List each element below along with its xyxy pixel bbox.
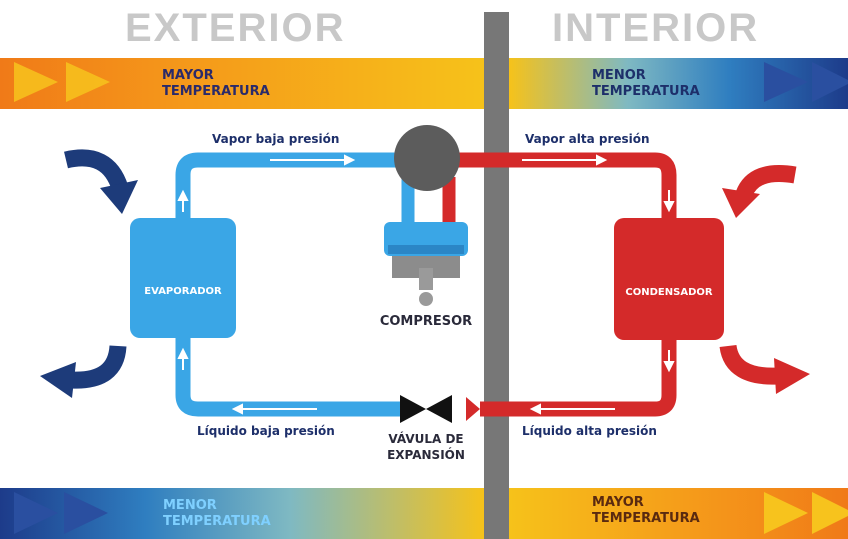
valve-label-line2: EXPANSIÓN xyxy=(387,447,465,462)
chevron-icon xyxy=(812,62,848,102)
bottom-right-band-line1: MAYOR xyxy=(592,495,644,510)
hot-pipe xyxy=(442,152,677,417)
compressor-label: COMPRESOR xyxy=(380,314,472,329)
compressor-head-rib xyxy=(388,245,464,254)
compressor xyxy=(384,125,468,306)
curved-arrow-icon xyxy=(64,149,138,214)
condenser-box xyxy=(614,218,724,340)
curved-arrow-icon xyxy=(40,344,127,398)
chevron-icon xyxy=(66,62,110,102)
wall-divider xyxy=(484,12,509,539)
flow-arrowhead-icon xyxy=(231,403,243,415)
flow-arrowhead-icon xyxy=(596,154,608,166)
vapor-high-pressure-label: Vapor alta presión xyxy=(525,132,650,146)
flow-arrowhead-icon xyxy=(177,347,189,359)
top-right-chevrons xyxy=(764,62,848,102)
hot-pipe-bottom xyxy=(480,335,677,417)
flow-arrowhead-icon xyxy=(529,403,541,415)
bottom-left-band-line1: MENOR xyxy=(163,498,217,513)
flow-arrows xyxy=(177,154,675,415)
chevron-icon xyxy=(14,62,58,102)
bottom-right-band-line2: TEMPERATURA xyxy=(592,511,700,526)
chevron-icon xyxy=(812,492,848,534)
chevron-icon xyxy=(764,62,808,102)
condenser-label: CONDENSADOR xyxy=(625,287,712,298)
top-left-band-line2: TEMPERATURA xyxy=(162,84,270,99)
flow-arrowhead-icon xyxy=(663,361,675,373)
evaporator-box xyxy=(130,218,236,338)
top-right-band-line2: TEMPERATURA xyxy=(592,84,700,99)
chevron-icon xyxy=(764,492,808,534)
top-left-band-line1: MAYOR xyxy=(162,68,214,83)
compressor-motor xyxy=(394,125,460,191)
chevron-icon xyxy=(14,492,58,534)
compressor-cylinder xyxy=(392,256,460,278)
liquid-low-pressure-label: Líquido baja presión xyxy=(197,424,335,438)
top-right-band-line1: MENOR xyxy=(592,68,646,83)
flow-arrowhead-icon xyxy=(177,189,189,201)
exterior-heading: EXTERIOR xyxy=(125,6,346,50)
hot-pipe-top xyxy=(455,152,677,222)
compressor-crank xyxy=(419,292,433,306)
bottom-left-chevrons xyxy=(14,492,108,534)
interior-heading: INTERIOR xyxy=(552,6,760,50)
curved-arrow-icon xyxy=(722,165,797,218)
cold-pipe-bottom xyxy=(175,335,400,417)
bottom-right-chevrons xyxy=(764,492,848,534)
vapor-low-pressure-label: Vapor baja presión xyxy=(212,132,339,146)
flow-arrowhead-icon xyxy=(344,154,356,166)
curved-arrow-icon xyxy=(719,344,810,394)
flow-arrowhead-icon xyxy=(466,397,480,421)
top-left-chevrons xyxy=(14,62,110,102)
liquid-high-pressure-label: Líquido alta presión xyxy=(522,424,657,438)
bowtie-valve-icon xyxy=(400,395,452,423)
chevron-icon xyxy=(64,492,108,534)
cold-pipe-top xyxy=(175,152,400,222)
compressor-rod xyxy=(419,268,433,290)
bottom-left-band-line2: TEMPERATURA xyxy=(163,514,271,529)
evaporator-label: EVAPORADOR xyxy=(144,286,222,297)
valve-label-line1: VÁVULA DE xyxy=(388,431,463,446)
flow-arrowhead-icon xyxy=(663,201,675,213)
